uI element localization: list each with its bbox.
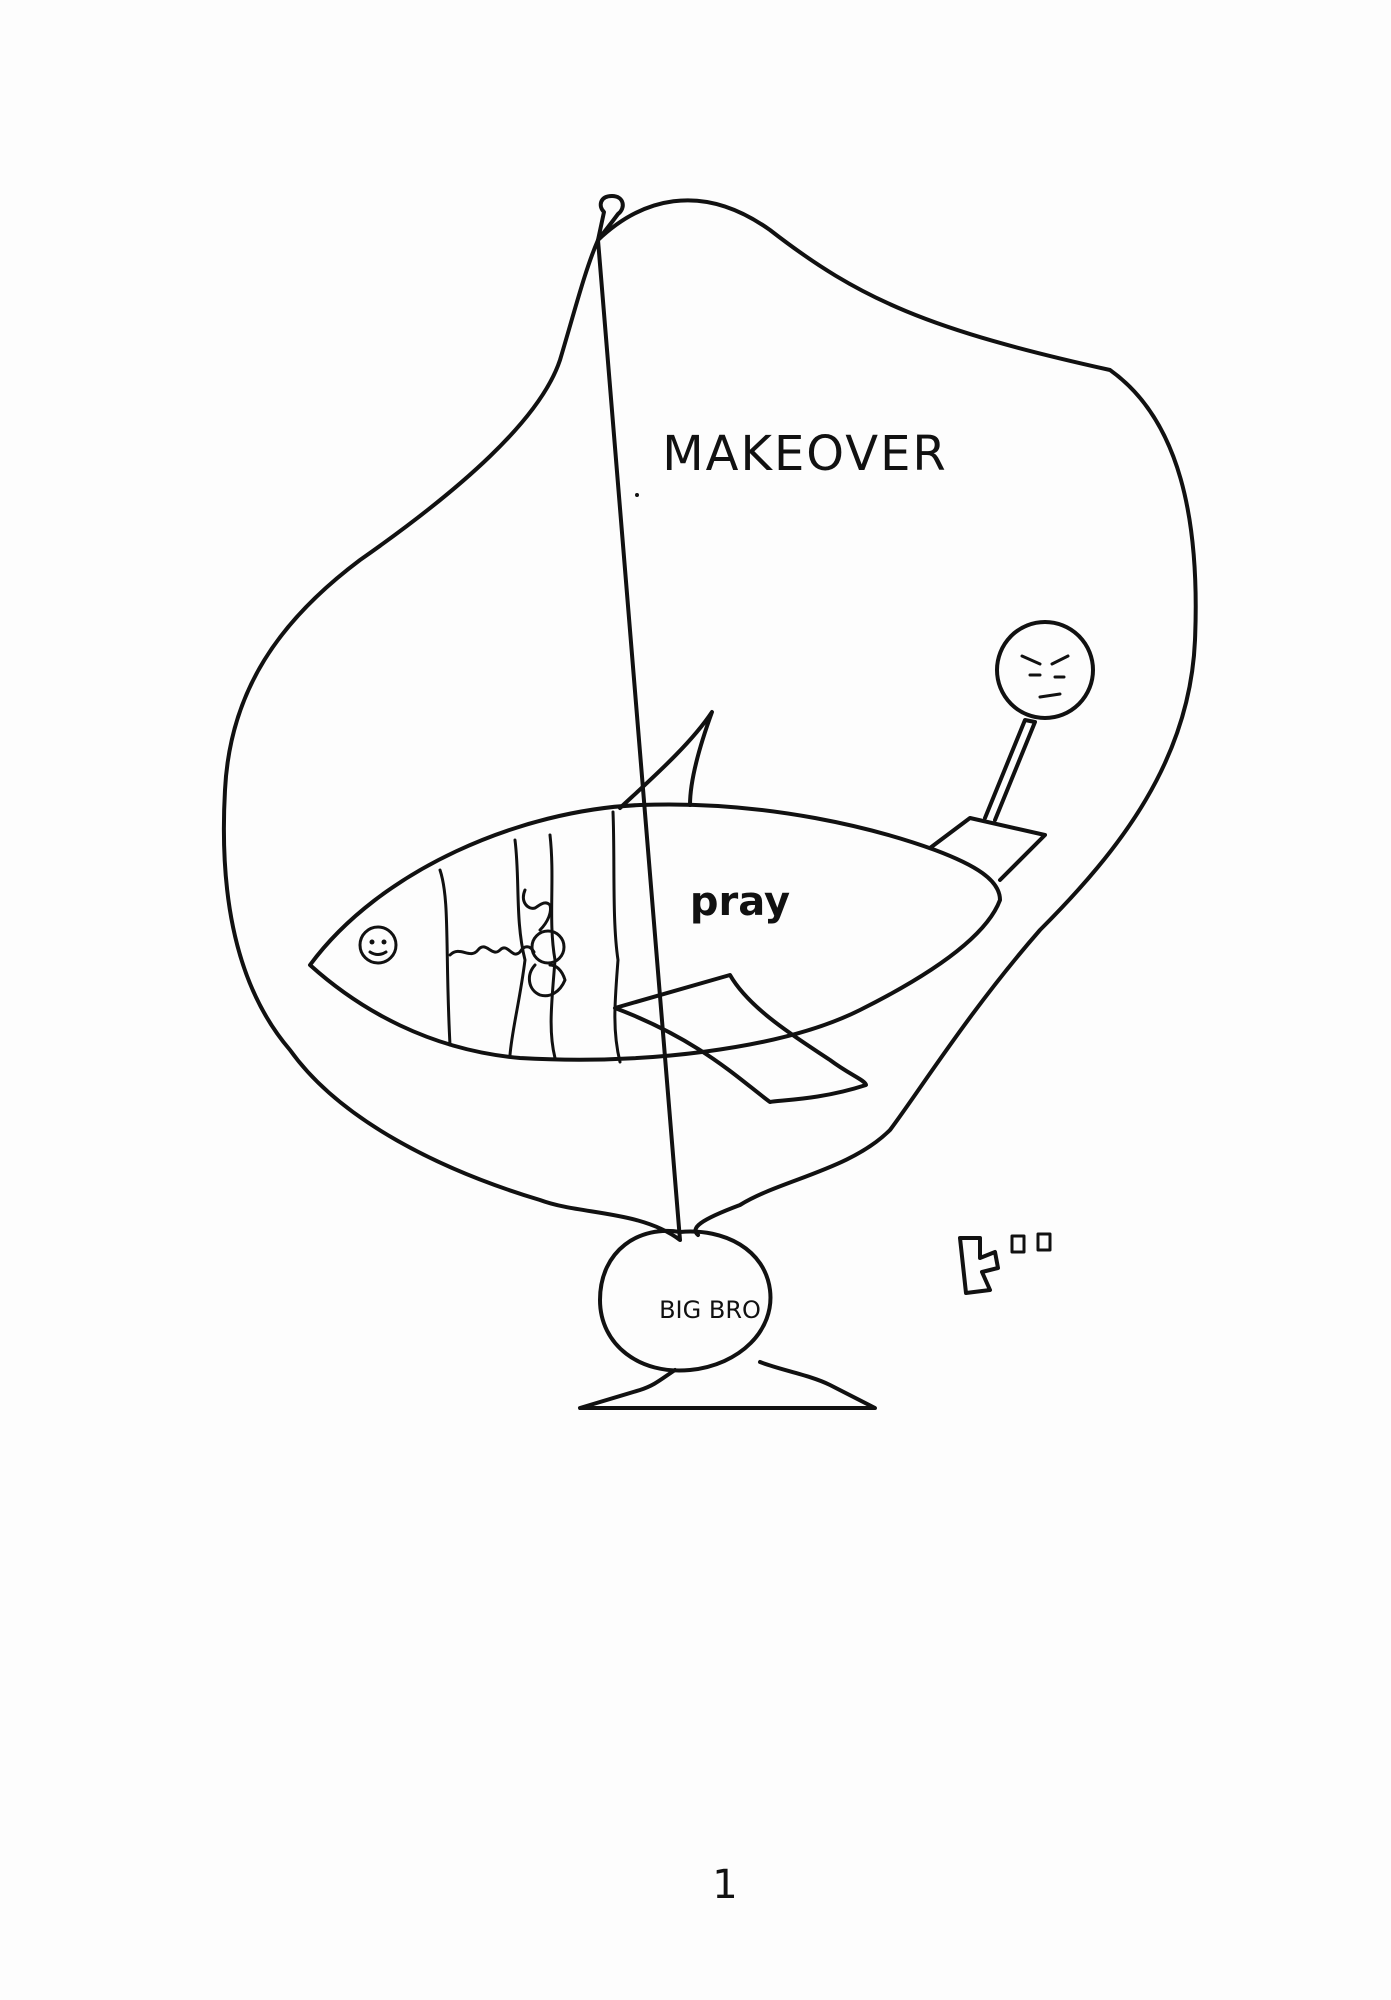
thought-balloon-outline — [221, 198, 1198, 1242]
angry-eyes — [1028, 673, 1066, 679]
stray-mark — [635, 493, 639, 497]
fish-stripe-2 — [508, 838, 527, 1057]
small-figure-hands-top — [521, 888, 552, 932]
big-bro-shoulders — [578, 1360, 877, 1410]
angry-eyebrows — [1020, 654, 1070, 666]
fish-stripe-3 — [548, 833, 557, 1060]
fish-eye-smile — [368, 950, 388, 956]
fish-eye-face-icon — [358, 925, 398, 965]
sound-effect-icon — [958, 1236, 1000, 1295]
page-number: 1 — [712, 1862, 737, 1908]
balloon-pin-icon — [596, 194, 625, 242]
angry-mouth — [1038, 692, 1062, 699]
big-bro-head-icon — [598, 1228, 773, 1373]
fish-stripe-4 — [611, 810, 622, 1064]
fish-eye-dot-left — [369, 939, 375, 945]
small-figure-hands-bottom — [527, 963, 567, 998]
fish-body-outline — [308, 802, 1002, 1062]
fish-eye-dot-right — [381, 939, 387, 945]
fish-stripe-1 — [438, 868, 452, 1047]
page-title: MAKEOVER — [662, 426, 948, 482]
fish-scribble — [448, 945, 536, 957]
dorsal-fin — [618, 710, 714, 810]
speaker-label: BIG BRO — [659, 1296, 761, 1324]
fish-label: pray — [690, 879, 790, 925]
stick-handle — [983, 718, 1037, 822]
pectoral-fin — [613, 973, 868, 1104]
sound-effect-dot-2 — [1036, 1232, 1052, 1252]
sound-effect-dot-1 — [1010, 1234, 1026, 1254]
small-figure-head-icon — [530, 929, 566, 965]
fish-tail — [928, 816, 1047, 882]
angry-face-icon — [995, 620, 1095, 720]
